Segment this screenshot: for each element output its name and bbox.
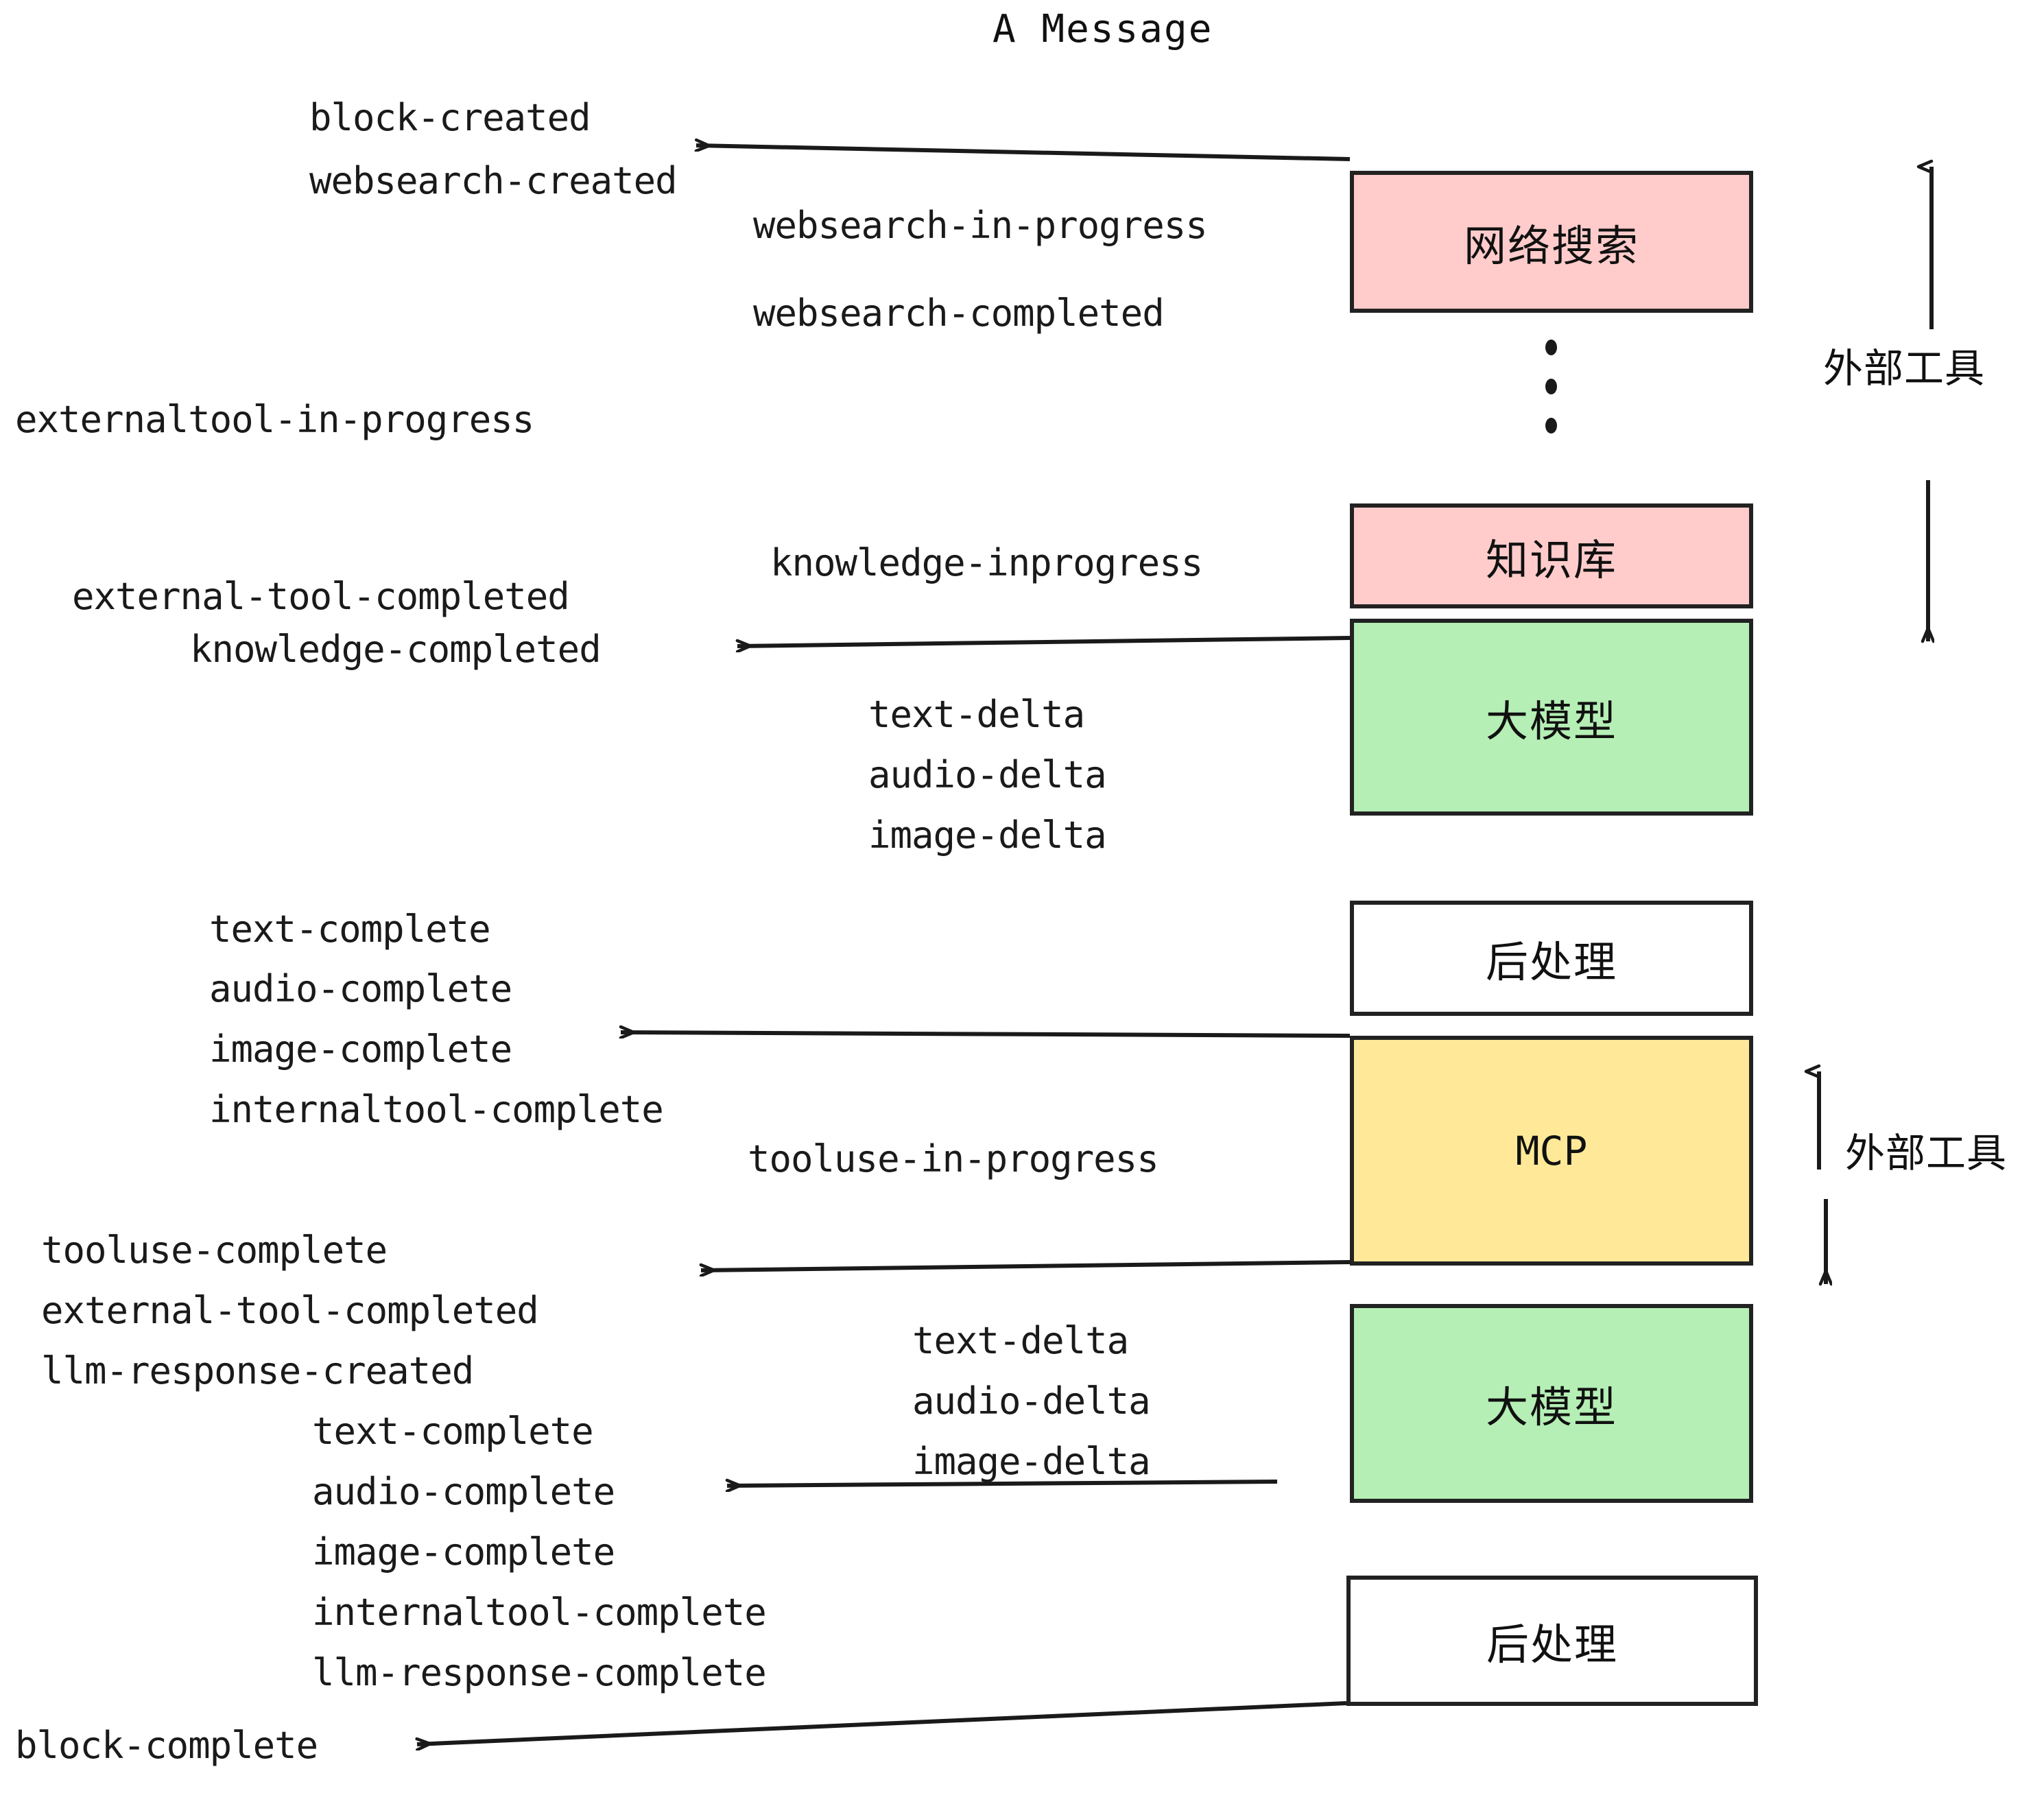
box-websearch[interactable]: 网络搜索: [1350, 171, 1753, 313]
event-block-complete: block-complete: [15, 1724, 318, 1767]
event-tooluse-complete: tooluse-complete: [41, 1229, 388, 1272]
event-image-complete-1: image-complete: [209, 1028, 512, 1071]
box-websearch-label: 网络搜索: [1463, 220, 1639, 271]
page-title: A Message: [993, 7, 1213, 51]
event-text-delta-2: text-delta: [912, 1319, 1129, 1362]
box-llm-1[interactable]: 大模型: [1350, 619, 1753, 816]
label-external-tool-upper: 外部工具: [1823, 345, 1986, 392]
event-llm-response-complete: llm-response-complete: [312, 1651, 767, 1694]
event-audio-complete-2: audio-complete: [312, 1470, 615, 1513]
event-audio-delta-2: audio-delta: [912, 1379, 1151, 1423]
event-llm-response-created: llm-response-created: [41, 1349, 474, 1392]
event-audio-delta-1: audio-delta: [868, 753, 1107, 796]
box-mcp[interactable]: MCP: [1350, 1036, 1753, 1266]
event-audio-complete-1: audio-complete: [209, 967, 512, 1010]
arrow-knowledge-to-completed: [737, 636, 1351, 646]
event-websearch-completed: websearch-completed: [753, 292, 1165, 335]
box-llm-1-label: 大模型: [1485, 696, 1617, 746]
event-image-complete-2: image-complete: [312, 1530, 615, 1574]
ellipsis-dots: [1545, 340, 1557, 434]
event-websearch-created: websearch-created: [309, 159, 678, 202]
box-postprocess-1-label: 后处理: [1485, 937, 1617, 987]
box-llm-2[interactable]: 大模型: [1350, 1304, 1753, 1503]
event-image-delta-1: image-delta: [868, 814, 1107, 857]
event-text-delta-1: text-delta: [868, 693, 1085, 736]
event-internaltool-complete-1: internaltool-complete: [209, 1088, 664, 1131]
box-llm-2-label: 大模型: [1485, 1382, 1617, 1432]
event-knowledge-inprogress: knowledge-inprogress: [770, 541, 1203, 584]
dot-2: [1545, 379, 1557, 394]
dot-3: [1545, 418, 1557, 434]
box-knowledge-label: 知识库: [1485, 534, 1617, 585]
event-external-tool-completed-2: external-tool-completed: [41, 1289, 539, 1332]
box-postprocess-1[interactable]: 后处理: [1350, 901, 1753, 1016]
label-external-tool-lower: 外部工具: [1845, 1130, 2008, 1176]
event-tooluse-in-progress: tooluse-in-progress: [748, 1137, 1159, 1180]
arrow-postprocess1-to-image-complete: [621, 1032, 1351, 1036]
event-internaltool-complete-2: internaltool-complete: [312, 1591, 767, 1634]
event-websearch-in-progress: websearch-in-progress: [753, 204, 1208, 247]
event-block-created: block-created: [309, 96, 591, 139]
box-mcp-label: MCP: [1515, 1127, 1588, 1174]
dot-1: [1545, 340, 1557, 355]
event-externaltool-in-progress: externaltool-in-progress: [15, 398, 534, 441]
box-postprocess-2-label: 后处理: [1486, 1619, 1618, 1670]
box-postprocess-2[interactable]: 后处理: [1346, 1576, 1758, 1706]
box-knowledge[interactable]: 知识库: [1350, 503, 1753, 608]
event-text-complete-1: text-complete: [209, 907, 491, 951]
event-text-complete-2: text-complete: [312, 1410, 594, 1453]
arrow-websearch-to-block-created: [696, 145, 1351, 161]
arrow-mcp-to-tooluse-complete: [701, 1260, 1351, 1270]
event-image-delta-2: image-delta: [912, 1440, 1151, 1483]
event-external-tool-completed-1: external-tool-completed: [72, 575, 570, 618]
event-knowledge-completed: knowledge-completed: [190, 628, 602, 671]
arrow-postprocess2-to-block-complete: [417, 1701, 1347, 1744]
